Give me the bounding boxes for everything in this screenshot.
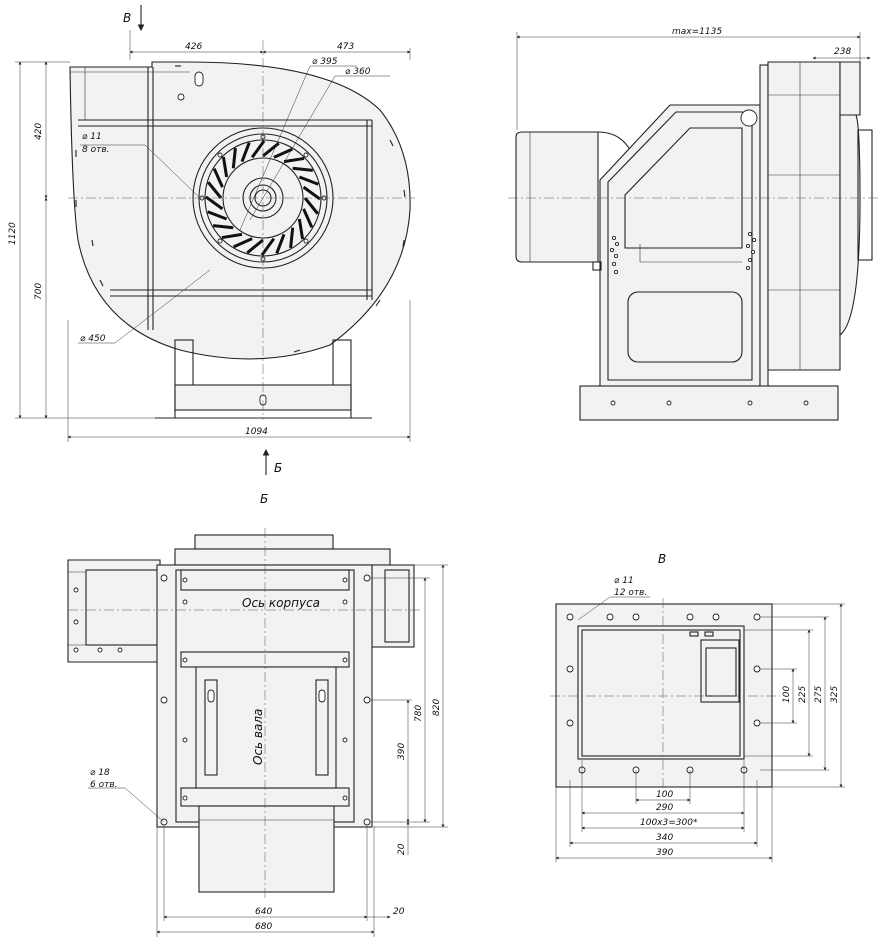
dim-640: 640 [255, 907, 272, 917]
dim-1094: 1094 [245, 427, 268, 437]
side-hole [750, 249, 756, 255]
side-hole [747, 231, 753, 237]
flange-callout-12-holes: 12 отв. [614, 588, 647, 598]
side-hole-pattern [609, 231, 757, 275]
dim-680: 680 [255, 922, 272, 932]
view-v-title: В [658, 552, 666, 566]
impeller-blade [292, 166, 314, 172]
flange-holes [566, 613, 761, 774]
flange-dim-225: 225 [798, 686, 808, 703]
dim-780: 780 [414, 705, 424, 722]
callout-d360: ⌀ 360 [345, 67, 371, 77]
flange-dim-100-vertical: 100 [782, 686, 792, 703]
side-hole [611, 235, 617, 241]
dim-426: 426 [185, 42, 202, 52]
axis-shaft-label: Ось вала [251, 709, 265, 765]
impeller-blade [231, 147, 237, 169]
flange-hole [566, 665, 574, 673]
impeller-blade [205, 195, 224, 211]
impeller-blade [260, 237, 276, 256]
view-b-title: Б [260, 492, 268, 506]
side-hole [611, 261, 617, 267]
side-hole [613, 269, 619, 275]
impeller-blade [246, 238, 264, 254]
flange-dim-340: 340 [656, 833, 673, 843]
arrow-b-label: Б [274, 461, 282, 475]
motor [515, 131, 599, 263]
flange-dim-390: 390 [656, 848, 673, 858]
side-hole [745, 243, 751, 249]
flange-dim-275: 275 [814, 686, 824, 703]
impeller-blade [289, 227, 295, 249]
impeller-blade [297, 218, 305, 240]
flange-view: В ⌀ 11 12 отв. 100 290 100x3=300* 340 [550, 552, 845, 862]
side-hole [613, 253, 619, 259]
callout-8-holes: 8 отв. [82, 145, 110, 155]
flange-hole [632, 613, 640, 621]
flange-hole [606, 613, 614, 621]
dim-20-horizontal: 20 [393, 907, 405, 917]
arrow-v-label: В [123, 11, 131, 25]
callout-d450: ⌀ 450 [80, 334, 106, 344]
impeller-blade [283, 156, 305, 164]
impeller-blades [205, 140, 321, 256]
flange-dim-100-horizontal: 100 [656, 790, 673, 800]
impeller-blade [275, 233, 286, 254]
impeller-blade [207, 181, 223, 199]
callout-6-holes: 6 отв. [90, 780, 118, 790]
callout-d11: ⌀ 11 [82, 132, 102, 142]
front-view: 426 473 1094 1120 420 700 ⌀ 395 ⌀ 360 ⌀ … [8, 5, 415, 475]
dim-390-vertical: 390 [397, 743, 407, 760]
side-frame [599, 104, 761, 387]
flange-dim-300: 100x3=300* [640, 818, 698, 828]
flange-hole [753, 719, 761, 727]
flange-callout-d11: ⌀ 11 [614, 576, 634, 586]
dim-820: 820 [432, 699, 442, 716]
callout-d395: ⌀ 395 [312, 57, 338, 67]
impeller-blade [302, 185, 321, 201]
axis-body-label: Ось корпуса [242, 596, 320, 610]
side-hole [751, 237, 757, 243]
flange-plate [759, 64, 769, 388]
impeller-blade [298, 175, 319, 186]
flange-hole [686, 613, 694, 621]
flange-hole [753, 613, 761, 621]
flange-hole [712, 613, 720, 621]
impeller-blade [207, 210, 228, 221]
impeller-blade [273, 147, 294, 159]
dim-238: 238 [834, 47, 851, 57]
dim-473: 473 [337, 42, 354, 52]
side-hole [745, 265, 751, 271]
dim-700: 700 [34, 283, 44, 300]
impeller-blade [221, 156, 229, 178]
impeller-blade [221, 232, 243, 240]
impeller-blade [212, 167, 224, 188]
flange-dim-325: 325 [830, 686, 840, 703]
side-view: max=1135 238 [508, 27, 880, 421]
side-hole [609, 247, 615, 253]
side-base [579, 385, 839, 421]
fan-housing [69, 61, 411, 360]
impeller-blade [250, 140, 266, 159]
flange-hole [753, 665, 761, 673]
flange-hole [566, 719, 574, 727]
callout-d18: ⌀ 18 [90, 768, 110, 778]
dim-max-1135: max=1135 [672, 27, 722, 37]
impeller-blade [212, 224, 234, 230]
impeller-blade [240, 142, 251, 163]
dim-20-vertical: 20 [397, 843, 407, 855]
impeller-blade [232, 237, 253, 249]
dim-1120: 1120 [8, 222, 18, 245]
side-hole [614, 241, 620, 247]
impeller-blade [302, 208, 314, 229]
side-hole [747, 257, 753, 263]
flange-hole [566, 613, 574, 621]
dim-420: 420 [34, 123, 44, 140]
bottom-view: Б [67, 492, 448, 937]
impeller-blade [303, 197, 319, 215]
flange-dim-290: 290 [656, 803, 673, 813]
